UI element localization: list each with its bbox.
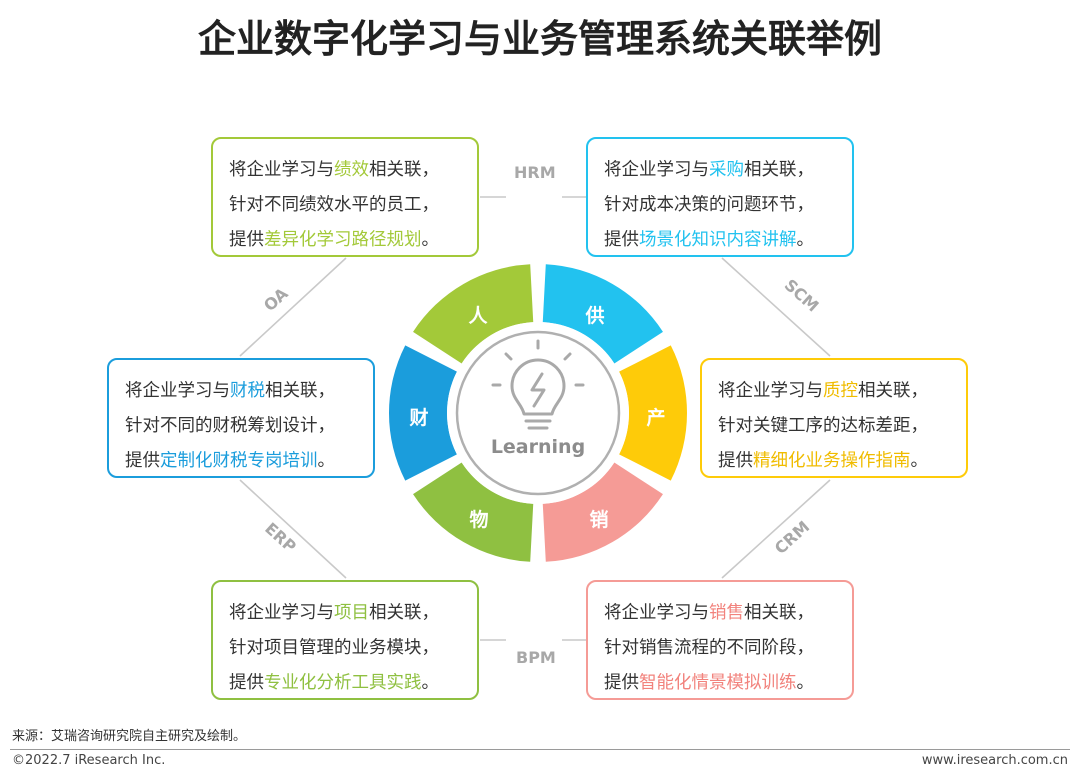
- box-finance-keyword: 财税: [230, 381, 265, 401]
- segment-label-finance: 财: [409, 407, 429, 429]
- ring-segment-supply: [542, 264, 663, 364]
- segment-label-logistics: 物: [469, 509, 489, 531]
- segment-label-production: 产: [646, 407, 666, 429]
- box-performance-offer: 差异化学习路径规划: [264, 230, 422, 250]
- box-sales-keyword: 销售: [709, 603, 744, 623]
- footer-divider: [10, 749, 1070, 750]
- box-procurement-keyword: 采购: [709, 160, 744, 180]
- segment-label-supply: 供: [585, 305, 605, 327]
- box-procurement: 将企业学习与采购相关联， 针对成本决策的问题环节， 提供场景化知识内容讲解。: [586, 137, 854, 257]
- ring-segment-people: [413, 264, 534, 364]
- connector-label-bpm: BPM: [516, 648, 556, 667]
- ring-segment-sales: [542, 462, 663, 562]
- box-finance: 将企业学习与财税相关联， 针对不同的财税筹划设计， 提供定制化财税专岗培训。: [107, 358, 375, 478]
- box-procurement-offer: 场景化知识内容讲解: [639, 230, 797, 250]
- box-sales-offer: 智能化情景模拟训练: [639, 673, 797, 693]
- lightbulb-lightning-icon: [491, 339, 585, 430]
- source-note: 来源：艾瑞咨询研究院自主研究及绘制。: [12, 729, 247, 744]
- box-project-offer: 专业化分析工具实践: [264, 673, 422, 693]
- box-project-keyword: 项目: [334, 603, 369, 623]
- connector-label-hrm: HRM: [514, 163, 556, 182]
- ring-segments: [389, 264, 687, 562]
- ring-segment-logistics: [413, 462, 534, 562]
- website-url: www.iresearch.com.cn: [921, 753, 1068, 768]
- segment-label-sales: 销: [589, 509, 609, 531]
- copyright: ©2022.7 iResearch Inc.: [12, 753, 166, 768]
- center-label: Learning: [490, 436, 586, 458]
- box-sales: 将企业学习与销售相关联， 针对销售流程的不同阶段， 提供智能化情景模拟训练。: [586, 580, 854, 700]
- box-quality: 将企业学习与质控相关联， 针对关键工序的达标差距， 提供精细化业务操作指南。: [700, 358, 968, 478]
- box-performance: 将企业学习与绩效相关联， 针对不同绩效水平的员工， 提供差异化学习路径规划。: [211, 137, 479, 257]
- box-quality-keyword: 质控: [823, 381, 858, 401]
- box-quality-offer: 精细化业务操作指南: [753, 451, 911, 471]
- box-performance-keyword: 绩效: [334, 160, 369, 180]
- segment-label-people: 人: [468, 305, 488, 327]
- box-project: 将企业学习与项目相关联， 针对项目管理的业务模块， 提供专业化分析工具实践。: [211, 580, 479, 700]
- ring-segment-production: [619, 345, 687, 481]
- box-finance-offer: 定制化财税专岗培训: [160, 451, 318, 471]
- page-title: 企业数字化学习与业务管理系统关联举例: [197, 17, 882, 61]
- ring-segment-finance: [389, 345, 457, 481]
- connector-lines: [239, 196, 831, 641]
